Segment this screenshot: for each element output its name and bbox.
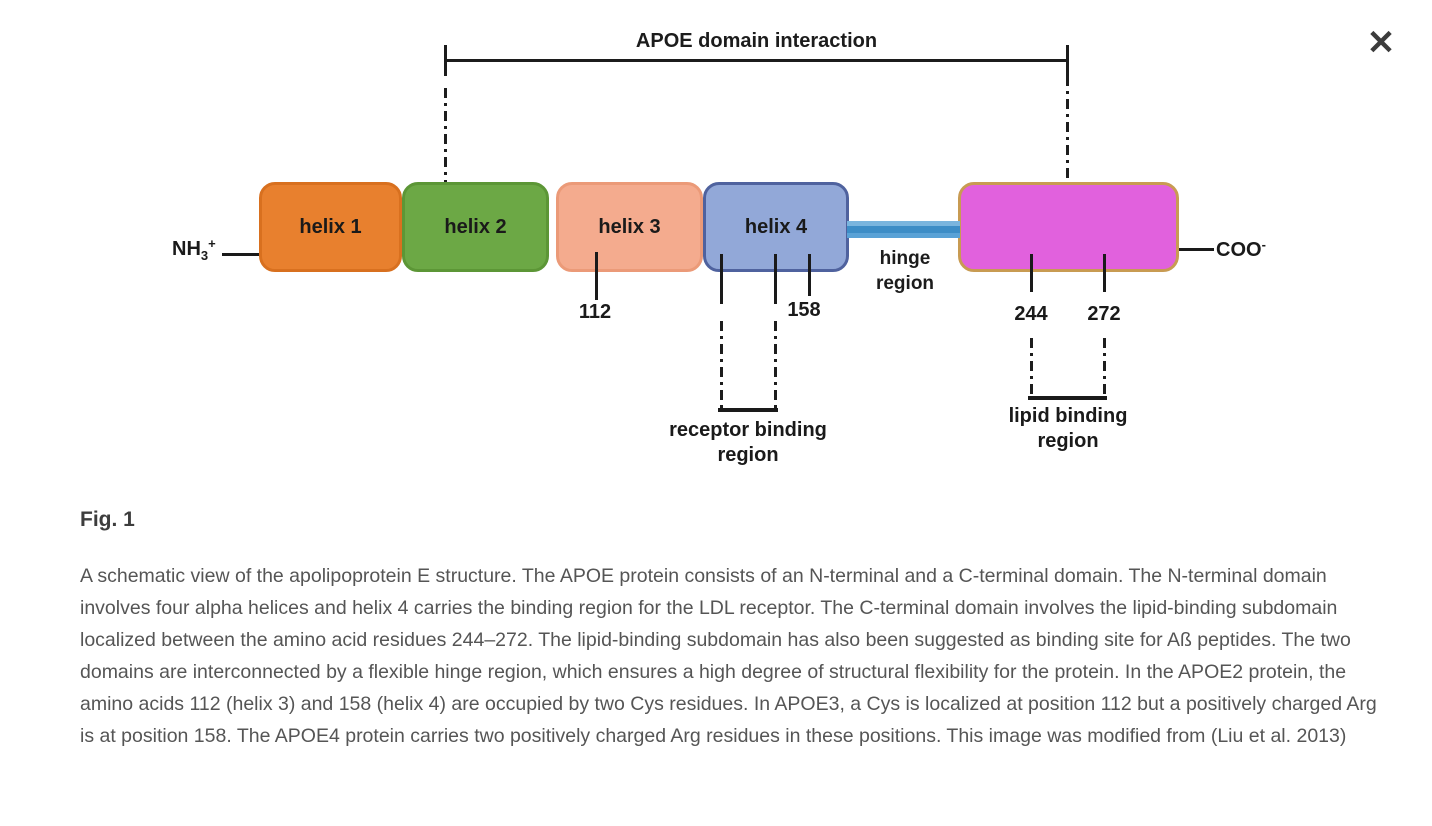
tick-244 xyxy=(1030,254,1033,292)
close-icon[interactable]: ✕ xyxy=(1366,24,1396,62)
domain-interaction-title: APOE domain interaction xyxy=(635,30,878,52)
bracket-tick-left xyxy=(444,45,447,76)
tick-112 xyxy=(595,252,598,300)
lipid-binding-label: lipid binding region xyxy=(958,404,1178,454)
apoe-structure-diagram: APOE domain interaction NH3+ helix 1 hel… xyxy=(172,30,1266,468)
figure-caption-title: Fig. 1 xyxy=(80,508,135,531)
receptor-binding-label: receptor binding region xyxy=(638,418,858,468)
bracket-tick-right xyxy=(1066,45,1069,76)
tick-receptor-start xyxy=(720,254,723,304)
residue-158: 158 xyxy=(787,299,821,321)
receptor-label-line2: region xyxy=(717,444,779,466)
dashdot-receptor-left xyxy=(720,321,723,408)
helix3-label: helix 3 xyxy=(598,215,661,238)
c-terminus-connector xyxy=(1179,248,1214,251)
coo-superscript: - xyxy=(1261,237,1266,252)
receptor-label-line1: receptor binding xyxy=(669,419,827,441)
helix4-label: helix 4 xyxy=(744,215,808,238)
hinge-region-label: hinge region xyxy=(840,246,970,296)
dashdot-lipid-right xyxy=(1103,338,1106,394)
nh-subscript: 3 xyxy=(200,248,209,263)
helix2-box: helix 2 xyxy=(402,182,549,272)
helix1-label: helix 1 xyxy=(299,215,362,238)
dashdot-line-left xyxy=(444,88,447,190)
helix1-box: helix 1 xyxy=(259,182,402,272)
c-terminus-label: COO- xyxy=(1216,237,1266,262)
tick-272 xyxy=(1103,254,1106,292)
helix3-box: helix 3 xyxy=(556,182,703,272)
tick-receptor-end xyxy=(774,254,777,304)
nh-superscript: + xyxy=(208,236,216,251)
hinge-label-line2: region xyxy=(875,273,935,294)
n-terminus-connector xyxy=(222,253,260,256)
n-terminus-label: NH3+ xyxy=(172,236,216,263)
hinge-label-line1: hinge xyxy=(879,248,931,269)
residue-112: 112 xyxy=(578,301,612,323)
dashdot-line-right xyxy=(1066,76,1069,190)
lipid-label-line2: region xyxy=(1037,430,1099,452)
figure-caption-body: A schematic view of the apolipoprotein E… xyxy=(80,565,1377,747)
lipid-label-line1: lipid binding xyxy=(1008,405,1128,427)
dashdot-lipid-left xyxy=(1030,338,1033,394)
residue-272: 272 xyxy=(1087,303,1121,325)
lipid-range-bar xyxy=(1028,396,1107,400)
c-terminal-box xyxy=(958,182,1179,272)
residue-244: 244 xyxy=(1014,303,1048,325)
coo-text: COO xyxy=(1216,239,1262,261)
dashdot-receptor-right xyxy=(774,321,777,408)
tick-158 xyxy=(808,254,811,296)
nh-text: NH xyxy=(172,238,201,260)
receptor-range-bar xyxy=(718,408,778,412)
hinge-connector-bar xyxy=(847,221,960,238)
bracket-line xyxy=(445,59,1068,62)
helix2-label: helix 2 xyxy=(444,215,507,238)
